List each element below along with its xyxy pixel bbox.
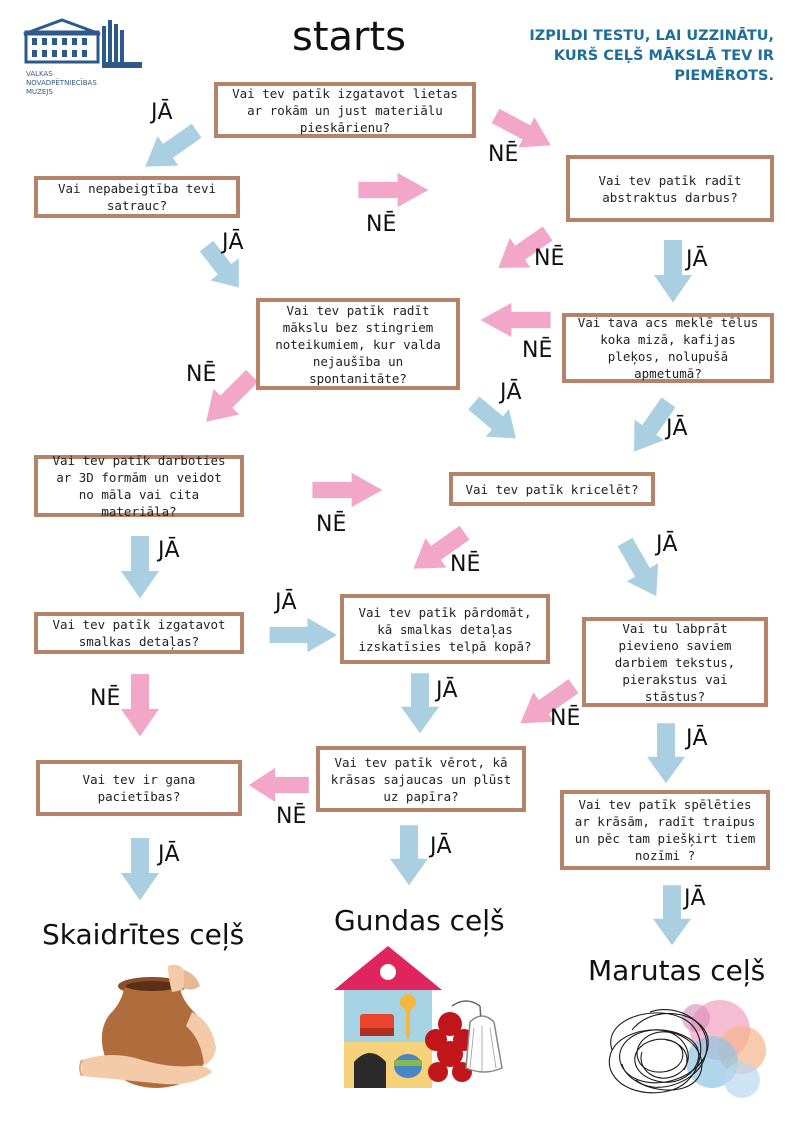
arrow-q12-no [248, 767, 309, 803]
page-tagline: IZPILDI TESTU, LAI UZZINĀTU, KURŠ CEĻŠ M… [529, 28, 774, 84]
arrow-q6-no [312, 472, 383, 508]
question-box-q2: Vai nepabeigtība tevi satrauc? [34, 176, 240, 218]
label-q1-no: NĒ [488, 142, 519, 167]
arrow-q1-yes [135, 116, 207, 182]
museum-logo [22, 18, 142, 74]
label-q4-yes: JĀ [500, 380, 522, 405]
logo-text-line-1: VALKAS [26, 70, 53, 78]
label-q6-no: NĒ [316, 512, 347, 537]
question-text-q1: Vai tev patīk izgatavot lietas ar rokām … [232, 85, 458, 135]
question-text-q12: Vai tev patīk vērot, kā krāsas sajaucas … [330, 754, 512, 804]
label-q6-yes: JĀ [158, 538, 180, 563]
question-text-q8: Vai tev patīk izgatavot smalkas detaļas? [52, 617, 226, 649]
label-q5-no: NĒ [522, 338, 553, 363]
label-q3-no: NĒ [534, 246, 565, 271]
arrow-q8-yes [269, 617, 338, 653]
logo-text-line-2: NOVADPĒTNIECĪBAS [26, 79, 97, 87]
question-text-q13: Vai tev patīk spēlēties ar krāsām, radīt… [574, 797, 756, 863]
house-illustration [332, 944, 504, 1098]
label-q12-yes: JĀ [430, 834, 452, 859]
question-box-q10: Vai tu labprāt pievieno saviem darbiem t… [582, 617, 768, 707]
arrow-q10-yes [647, 723, 685, 784]
label-q8-yes: JĀ [275, 590, 297, 615]
arrow-q9-yes [401, 673, 439, 734]
label-q10-no: NĒ [550, 706, 581, 731]
question-text-q9: Vai tev patīk pārdomāt, kā smalkas detaļ… [358, 604, 532, 654]
arrow-q12-yes [390, 825, 428, 886]
question-box-q12: Vai tev patīk vērot, kā krāsas sajaucas … [316, 746, 526, 812]
question-box-q5: Vai tava acs meklē tēlus koka mizā, kafi… [562, 313, 774, 383]
question-box-q4: Vai tev patīk radīt mākslu bez stingriem… [256, 298, 460, 390]
watercolor-scribble-illustration [592, 990, 772, 1114]
label-q11-yes: JĀ [158, 842, 180, 867]
question-text-q10: Vai tu labprāt pievieno saviem darbiem t… [614, 620, 736, 704]
result-title-skaidrite: Skaidrītes ceļš [42, 918, 245, 951]
question-box-q11: Vai tev ir gana pacietības? [36, 760, 242, 816]
label-q13-yes: JĀ [684, 886, 706, 911]
question-text-q2: Vai nepabeigtība tevi satrauc? [57, 181, 217, 213]
question-text-q6: Vai tev patīk darboties ar 3D formām un … [52, 453, 226, 519]
question-text-q5: Vai tava acs meklē tēlus koka mizā, kafi… [577, 315, 759, 381]
question-box-q13: Vai tev patīk spēlēties ar krāsām, radīt… [560, 790, 770, 870]
question-box-q7: Vai tev patīk kricelēt? [449, 472, 655, 506]
page-title: starts [292, 14, 407, 60]
label-q4-no: NĒ [186, 362, 217, 387]
question-text-q4: Vai tev patīk radīt mākslu bez stingriem… [275, 302, 441, 386]
label-q5-yes: JĀ [666, 416, 688, 441]
logo-text-line-3: MUZEJS [26, 88, 53, 96]
question-text-q7: Vai tev patīk kricelēt? [465, 481, 639, 497]
question-box-q3: Vai tev patīk radīt abstraktus darbus? [566, 155, 774, 222]
label-q8-no: NĒ [90, 686, 121, 711]
arrow-q11-yes [121, 838, 159, 901]
question-text-q11: Vai tev ir gana pacietības? [82, 772, 196, 804]
arrow-q8-no [121, 674, 159, 737]
label-q9-yes: JĀ [436, 678, 458, 703]
question-box-q1: Vai tev patīk izgatavot lietas ar rokām … [214, 82, 476, 138]
arrow-q2-no [358, 172, 429, 208]
arrow-q5-no [480, 302, 551, 338]
question-box-q8: Vai tev patīk izgatavot smalkas detaļas? [34, 612, 244, 654]
label-q10-yes: JĀ [686, 726, 708, 751]
museum-logo-text: VALKAS NOVADPĒTNIECĪBAS MUZEJS [26, 70, 97, 97]
clay-pot-illustration [72, 956, 232, 1100]
arrow-q6-yes [121, 536, 159, 599]
label-q2-no: NĒ [366, 212, 397, 237]
result-title-maruta: Marutas ceļš [588, 954, 766, 987]
question-text-q3: Vai tev patīk radīt abstraktus darbus? [598, 172, 742, 205]
label-q3-yes: JĀ [686, 247, 708, 272]
question-box-q6: Vai tev patīk darboties ar 3D formām un … [34, 453, 244, 519]
question-box-q9: Vai tev patīk pārdomāt, kā smalkas detaļ… [340, 594, 550, 664]
label-q1-yes: JĀ [151, 100, 173, 125]
label-q2-yes: JĀ [222, 230, 244, 255]
result-title-gunda: Gundas ceļš [334, 904, 505, 937]
label-q7-no: NĒ [450, 552, 481, 577]
label-q12-no: NĒ [276, 804, 307, 829]
label-q7-yes: JĀ [656, 532, 678, 557]
